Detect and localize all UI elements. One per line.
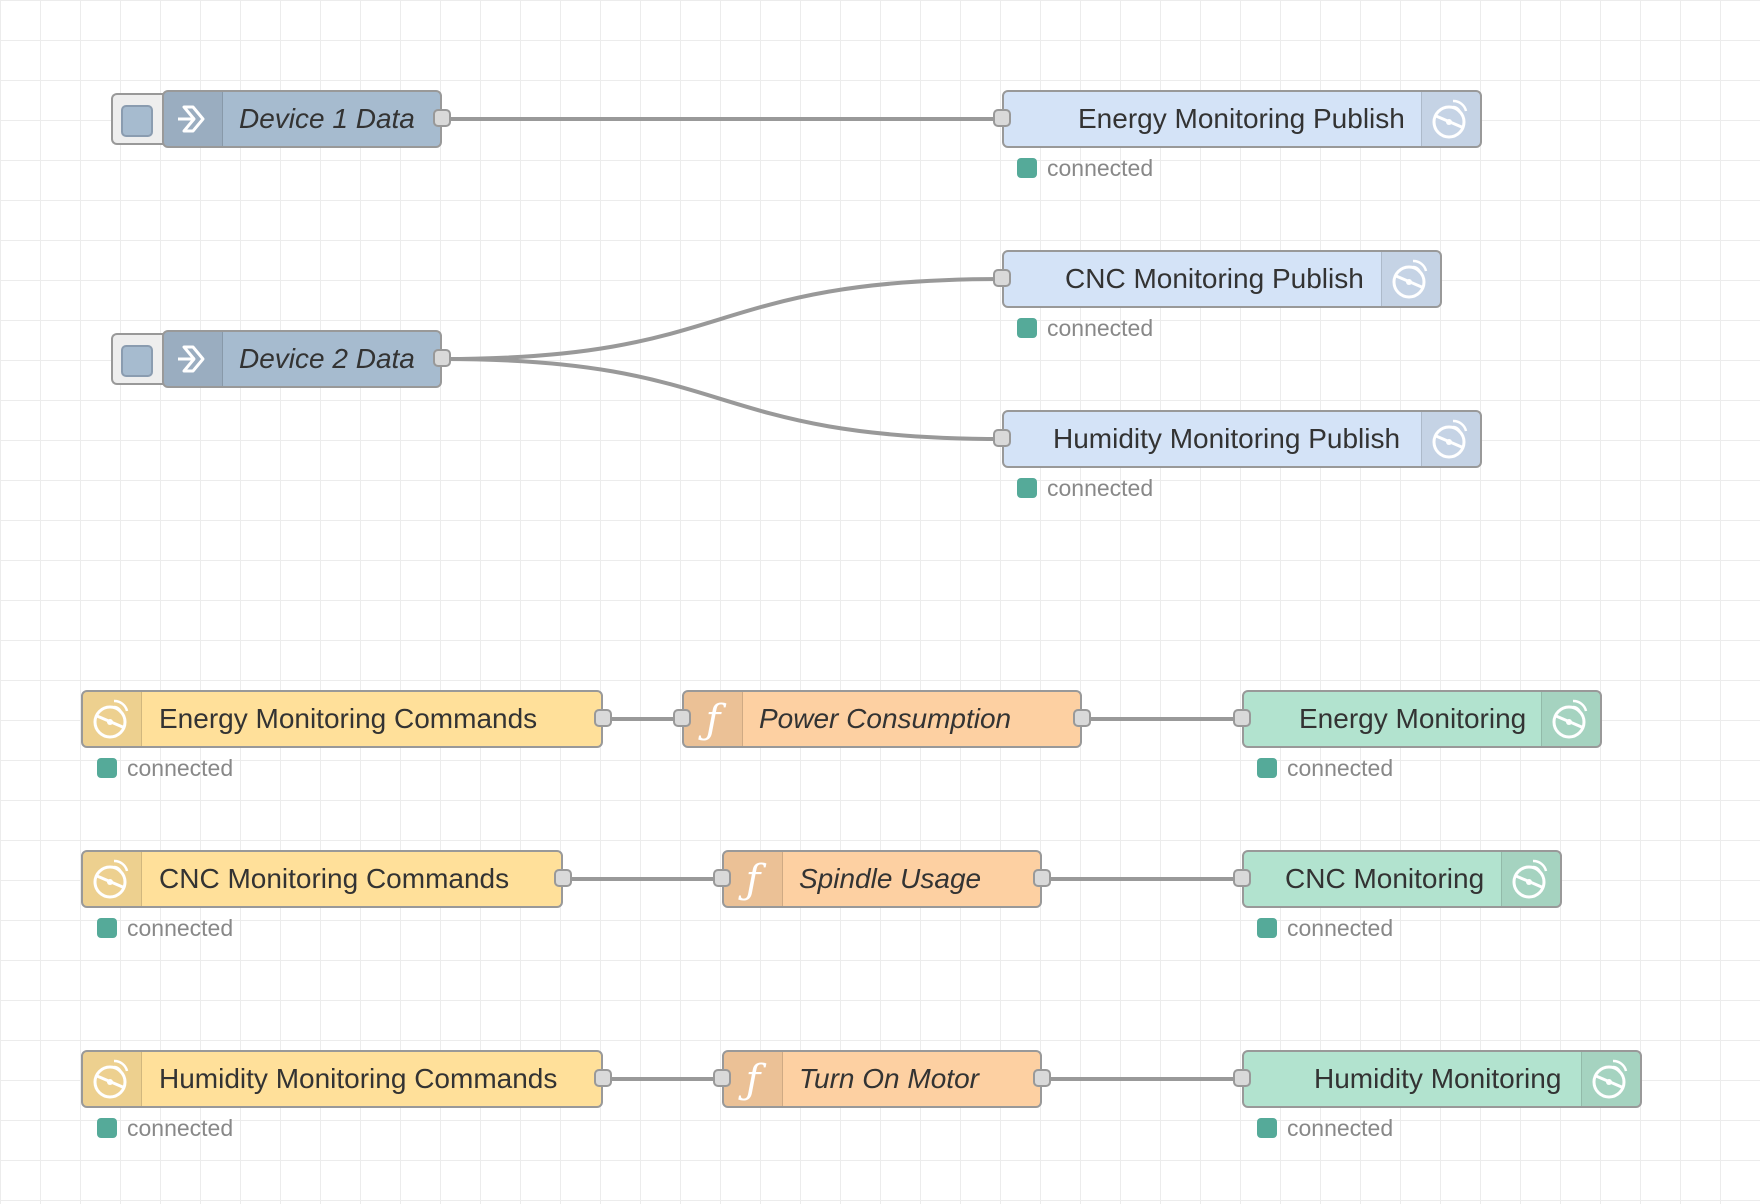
input-port[interactable] <box>993 109 1011 127</box>
function-f-icon: ƒ <box>684 692 743 746</box>
function-node-power-consumption[interactable]: ƒ Power Consumption <box>673 690 1091 748</box>
mqtt-bridge-icon <box>1381 252 1440 306</box>
node-label: Spindle Usage <box>799 863 982 894</box>
output-port[interactable] <box>433 109 451 127</box>
inject-node-body[interactable]: Device 1 Data <box>162 90 451 148</box>
wire-device2-humidity-publish[interactable] <box>442 357 1004 441</box>
mqtt-bridge-icon <box>1421 92 1480 146</box>
mqtt-bridge-icon <box>1541 692 1600 746</box>
status-text: connected <box>127 755 234 781</box>
status-text: connected <box>127 915 234 941</box>
mqtt-out-node-humidity-monitoring[interactable]: Humidity Monitoring <box>1233 1050 1642 1108</box>
mqtt-out-node-cnc-publish[interactable]: CNC Monitoring Publish <box>993 250 1442 308</box>
status-dot <box>97 758 117 778</box>
inject-node-body[interactable]: Device 2 Data <box>162 330 451 388</box>
mqtt-bridge-icon <box>83 1052 142 1106</box>
status-text: connected <box>1047 155 1154 181</box>
status-text: connected <box>1287 915 1394 941</box>
node-label: Humidity Monitoring Commands <box>159 1063 558 1094</box>
inject-trigger-button[interactable] <box>111 333 171 385</box>
mqtt-out-node-cnc-monitoring[interactable]: CNC Monitoring <box>1233 850 1562 908</box>
mqtt-bridge-icon <box>1581 1052 1640 1106</box>
node-label: Power Consumption <box>759 703 1012 734</box>
node-label: Humidity Monitoring <box>1314 1063 1562 1094</box>
status-text: connected <box>1287 1115 1394 1141</box>
status-dot <box>1257 1118 1277 1138</box>
output-port[interactable] <box>594 1069 612 1087</box>
output-port[interactable] <box>594 709 612 727</box>
status-dot <box>1017 158 1037 178</box>
output-port[interactable] <box>1033 869 1051 887</box>
input-port[interactable] <box>993 269 1011 287</box>
status-dot <box>97 918 117 938</box>
node-label: Device 1 Data <box>239 103 415 134</box>
svg-text:ƒ: ƒ <box>738 857 767 903</box>
inject-trigger-button-face[interactable] <box>121 345 153 377</box>
node-label: CNC Monitoring Publish <box>1065 263 1364 294</box>
input-port[interactable] <box>673 709 691 727</box>
node-label: Humidity Monitoring Publish <box>1053 423 1401 454</box>
svg-text:ƒ: ƒ <box>698 697 727 743</box>
output-port[interactable] <box>1073 709 1091 727</box>
input-port[interactable] <box>1233 1069 1251 1087</box>
mqtt-bridge-icon <box>1421 412 1480 466</box>
node-label: Energy Monitoring Commands <box>159 703 538 734</box>
input-port[interactable] <box>1233 869 1251 887</box>
mqtt-bridge-icon <box>83 852 142 906</box>
inject-arrow-icon <box>164 332 223 386</box>
input-port[interactable] <box>993 429 1011 447</box>
inject-arrow-icon <box>164 92 223 146</box>
inject-trigger-button[interactable] <box>111 93 171 145</box>
status-dot <box>1017 318 1037 338</box>
node-label: CNC Monitoring <box>1285 863 1485 894</box>
mqtt-in-node-energy-commands[interactable]: Energy Monitoring Commands <box>81 690 612 748</box>
function-node-turn-on-motor[interactable]: ƒ Turn On Motor <box>713 1050 1051 1108</box>
function-f-icon: ƒ <box>724 1052 783 1106</box>
output-port[interactable] <box>1033 1069 1051 1087</box>
mqtt-out-node-humidity-publish[interactable]: Humidity Monitoring Publish <box>993 410 1482 468</box>
svg-text:ƒ: ƒ <box>738 1057 767 1103</box>
status-text: connected <box>1047 315 1154 341</box>
mqtt-out-node-energy-monitoring[interactable]: Energy Monitoring <box>1233 690 1602 748</box>
mqtt-out-node-energy-publish[interactable]: Energy Monitoring Publish <box>993 90 1482 148</box>
input-port[interactable] <box>713 869 731 887</box>
output-port[interactable] <box>554 869 572 887</box>
wire-device2-cnc-publish[interactable] <box>442 277 1004 361</box>
status-dot <box>1257 758 1277 778</box>
status-dot <box>1257 918 1277 938</box>
input-port[interactable] <box>1233 709 1251 727</box>
node-label: Turn On Motor <box>799 1063 979 1094</box>
mqtt-bridge-icon <box>1501 852 1560 906</box>
status-dot <box>97 1118 117 1138</box>
status-text: connected <box>1287 755 1394 781</box>
status-text: connected <box>1047 475 1154 501</box>
mqtt-in-node-humidity-commands[interactable]: Humidity Monitoring Commands <box>81 1050 612 1108</box>
mqtt-bridge-icon <box>83 692 142 746</box>
node-label: Device 2 Data <box>239 343 415 374</box>
inject-trigger-button-face[interactable] <box>121 105 153 137</box>
function-f-icon: ƒ <box>724 852 783 906</box>
node-label: CNC Monitoring Commands <box>159 863 510 894</box>
output-port[interactable] <box>433 349 451 367</box>
status-text: connected <box>127 1115 234 1141</box>
node-label: Energy Monitoring Publish <box>1078 103 1405 134</box>
status-dot <box>1017 478 1037 498</box>
mqtt-in-node-cnc-commands[interactable]: CNC Monitoring Commands <box>81 850 572 908</box>
node-label: Energy Monitoring <box>1299 703 1527 734</box>
function-node-spindle-usage[interactable]: ƒ Spindle Usage <box>713 850 1051 908</box>
input-port[interactable] <box>713 1069 731 1087</box>
